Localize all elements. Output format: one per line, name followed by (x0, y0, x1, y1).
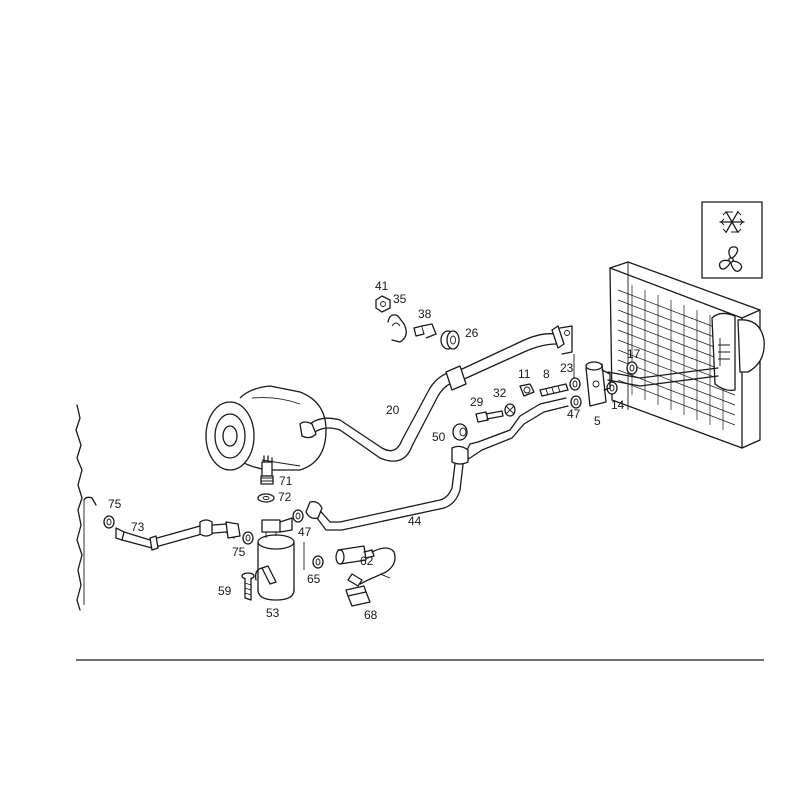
label-73: 73 (131, 520, 145, 534)
evaporator-pipes (607, 367, 719, 387)
switch-62 (335, 545, 396, 587)
label-47-lower: 47 (298, 525, 312, 539)
receiver-drier (254, 517, 295, 601)
label-32: 32 (493, 386, 507, 400)
evaporator-housing (609, 261, 765, 449)
label-44: 44 (408, 514, 422, 528)
label-41: 41 (375, 279, 389, 293)
pressure-switch (257, 455, 275, 503)
label-75-lower: 75 (232, 545, 246, 559)
label-14: 14 (611, 398, 625, 412)
label-47-upper: 47 (567, 407, 581, 421)
body-panel-edge (75, 404, 97, 611)
label-20: 20 (386, 403, 400, 417)
label-35: 35 (393, 292, 407, 306)
washers (103, 361, 638, 569)
label-11: 11 (518, 367, 531, 381)
clamp-group (375, 295, 460, 350)
label-71: 71 (279, 474, 293, 488)
label-26: 26 (465, 326, 479, 340)
label-5: 5 (594, 414, 601, 428)
symbol-legend (701, 201, 763, 279)
pressure-line (305, 397, 569, 531)
snowflake-icon (719, 210, 745, 234)
compressor (205, 385, 327, 471)
label-62: 62 (360, 554, 374, 568)
fan-icon (718, 246, 743, 272)
liquid-line (115, 519, 241, 551)
label-29: 29 (470, 395, 484, 409)
label-38: 38 (418, 307, 432, 321)
part-labels: 41 35 38 26 23 17 11 8 32 29 20 14 47 5 … (108, 279, 641, 622)
label-65: 65 (307, 572, 321, 586)
label-17: 17 (627, 347, 641, 361)
label-8: 8 (543, 367, 550, 381)
fasteners (452, 383, 569, 441)
label-75-left: 75 (108, 497, 122, 511)
bolt (241, 572, 255, 601)
label-68: 68 (364, 608, 378, 622)
label-23: 23 (560, 361, 574, 375)
label-72: 72 (278, 490, 292, 504)
label-50: 50 (432, 430, 446, 444)
leader-lines (303, 354, 575, 570)
label-53: 53 (266, 606, 280, 620)
label-59: 59 (218, 584, 232, 598)
expansion-valve (585, 361, 611, 407)
suction-hose (299, 325, 573, 462)
connector-68 (345, 585, 371, 607)
